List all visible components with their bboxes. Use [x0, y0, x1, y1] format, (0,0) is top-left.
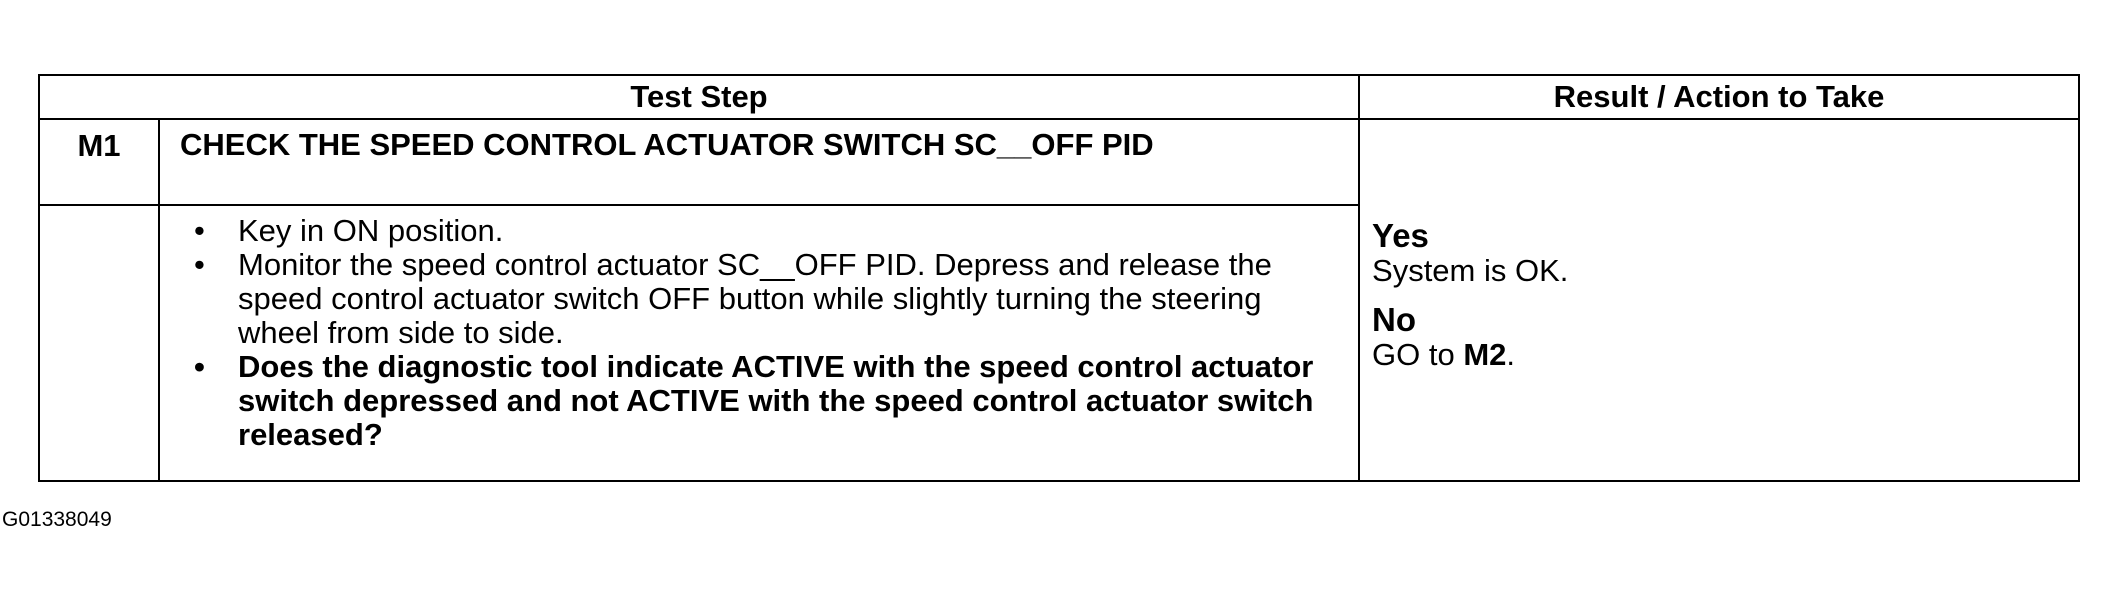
- instruction-text: Key in ON position.: [238, 213, 504, 248]
- bullet-icon: •: [194, 213, 205, 248]
- step-title-row: M1 CHECK THE SPEED CONTROL ACTUATOR SWIT…: [38, 118, 2081, 482]
- step-instructions-cell: • Key in ON position. • Monitor the speed …: [157, 204, 1361, 482]
- table-header-row: Test Step Result / Action to Take: [37, 74, 2081, 120]
- step-body-row: • Key in ON position. • Monitor the speed …: [38, 204, 2079, 482]
- step-id: M1: [38, 118, 160, 206]
- result-no-prefix: GO to: [1372, 337, 1464, 372]
- instruction-list: • Key in ON position. • Monitor the speed …: [180, 214, 1338, 452]
- result-yes-label: Yes: [1372, 217, 1429, 254]
- result-no-suffix: .: [1506, 337, 1516, 372]
- instruction-text: Monitor the speed control actuator SC__O…: [238, 247, 1272, 350]
- instruction-question: Does the diagnostic tool indicate ACTIVE…: [238, 349, 1314, 452]
- instruction-item-3: • Does the diagnostic tool indicate ACTIV…: [180, 350, 1338, 452]
- instruction-item-1: • Key in ON position.: [180, 214, 1338, 248]
- figure-id: G01338049: [2, 508, 112, 531]
- result-no-text: GO to M2.: [1372, 338, 2068, 372]
- bullet-icon: •: [194, 349, 205, 384]
- step-id-empty-cell: [38, 204, 160, 482]
- result-no-target-link[interactable]: M2: [1463, 337, 1507, 372]
- bullet-icon: •: [194, 247, 205, 282]
- test-step-header: Test Step: [37, 74, 1361, 120]
- instruction-item-2: • Monitor the speed control actuator SC__…: [180, 248, 1338, 350]
- result-no-label: No: [1372, 301, 1417, 338]
- result-cell: Yes System is OK. No GO to M2.: [1358, 118, 2081, 482]
- result-yes-text: System is OK.: [1372, 253, 1569, 288]
- result-action-header: Result / Action to Take: [1358, 74, 2081, 120]
- step-title: CHECK THE SPEED CONTROL ACTUATOR SWITCH …: [157, 118, 1361, 206]
- diagnostic-table: Test Step Result / Action to Take M1 CHE…: [37, 74, 2081, 482]
